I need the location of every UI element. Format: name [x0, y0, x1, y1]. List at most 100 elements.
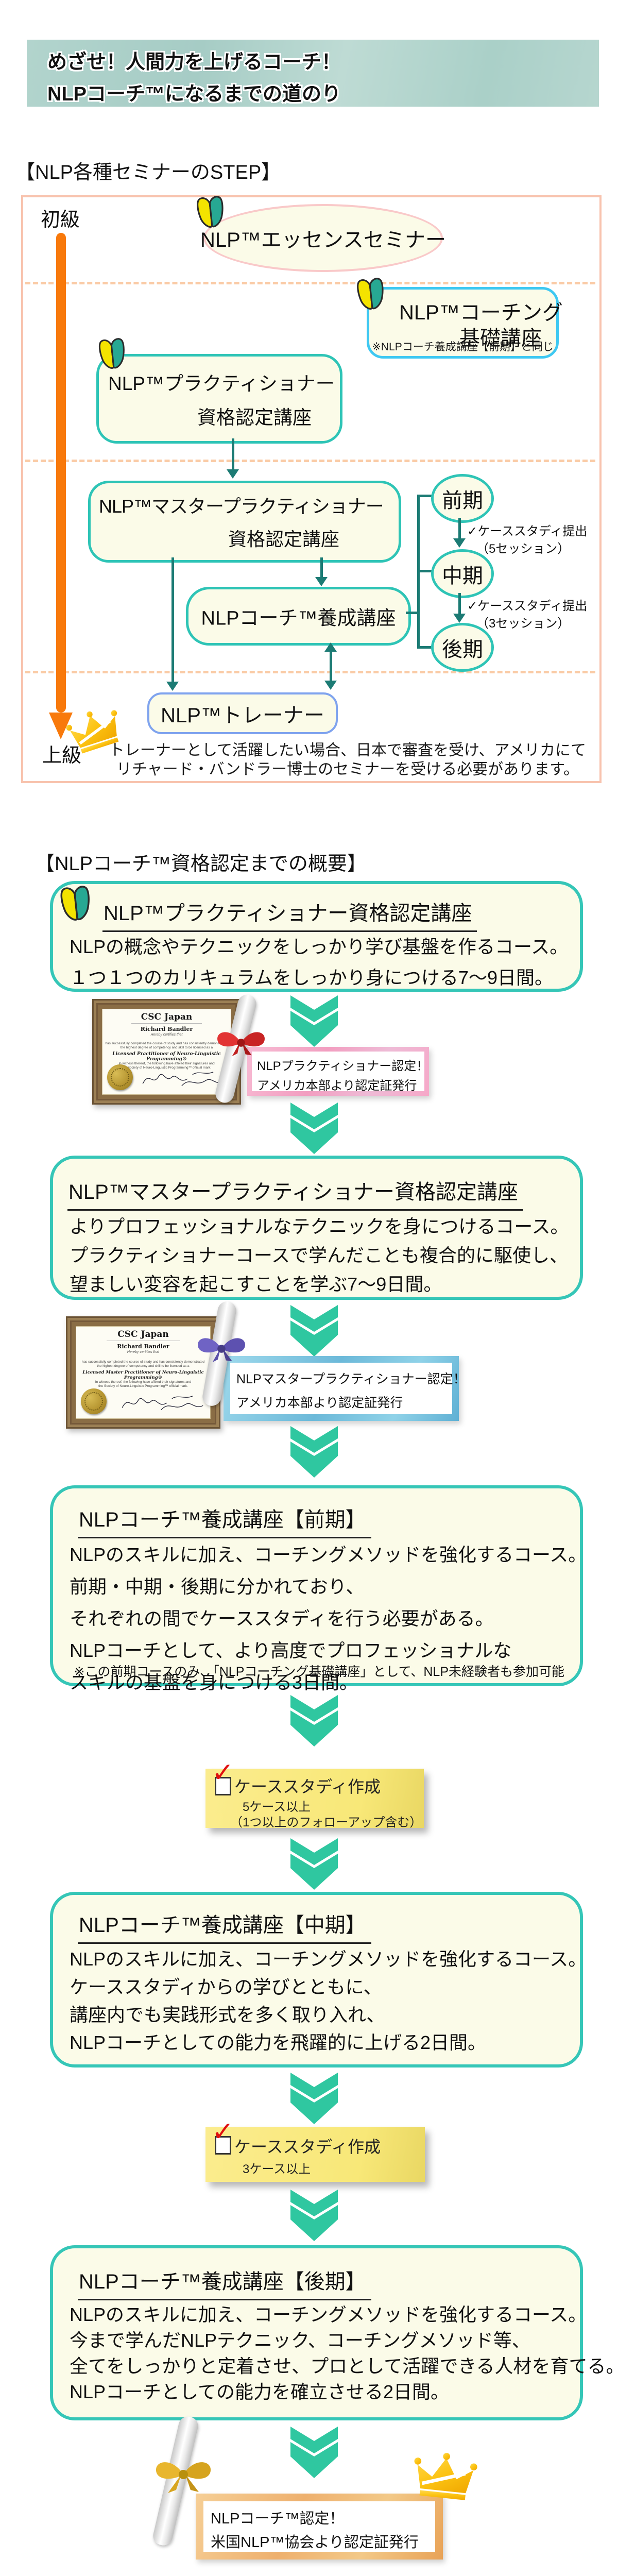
double-chevron-down-icon: [290, 2073, 338, 2124]
sticky-note-case-study-5: ✓ ケーススタディ作成 5ケース以上 （1つ以上のフォローアップ含む）: [205, 1759, 424, 1829]
overview-box-master: NLP™マスタープラクティショナー資格認定講座 よりプロフェッショナルなテクニッ…: [50, 1156, 583, 1300]
box-body-line: よりプロフェッショナルなテクニックを身につけるコース。: [70, 1216, 569, 1237]
banner-title-line1: めざせ！人間力を上げるコーチ！: [47, 52, 341, 73]
section1-title: 【NLP各種セミナーのSTEP】: [15, 162, 281, 183]
node-phase-middle: 中期: [431, 549, 494, 598]
box-body-line: それぞれの間でケーススタディを行う必要がある。: [70, 1608, 494, 1629]
certificate-license: Licensed Practitioner of Neuro-Linguisti…: [112, 1052, 221, 1062]
node-master-practitioner-course: NLP™マスタープラクティショナー 資格認定講座: [88, 481, 401, 563]
certificate-body: In witness thereof, the following have a…: [118, 1062, 215, 1065]
arrow-head-down: [453, 614, 466, 623]
node-coaching-basic-course: NLP™コーチング 基礎講座 ※NLPコーチ養成講座【前期】と同じ: [367, 287, 563, 359]
beginner-mark-icon: [60, 886, 90, 921]
certified-label-master: NLPマスタープラクティショナー認定！ アメリカ本部より認定証発行: [224, 1356, 466, 1421]
node-trainer: NLP™トレーナー: [147, 692, 338, 734]
beginner-mark-icon: [98, 338, 125, 369]
bracket-line: [417, 495, 433, 497]
box-body-line: 講座内でも実践形式を多く取り入れ、: [70, 2004, 385, 2025]
overview-box-practitioner: NLP™プラクティショナー資格認定講座 NLPの概念やテクニックをしっかり学び基…: [50, 881, 583, 992]
box-body-line: NLPのスキルに加え、コーチングメソッドを強化するコース。: [70, 1948, 587, 1970]
certificate-body: has successfully completed the course of…: [81, 1360, 205, 1364]
case-study-note: （5セッション）: [476, 542, 570, 556]
double-chevron-down-icon: [290, 2427, 338, 2478]
section2-title: 【NLPコーチ™資格認定までの概要】: [35, 853, 367, 875]
box-body-line: NLPコーチとしての能力を確立させる2日間。: [70, 2381, 449, 2402]
certificate-certifies: Hereby certifies that: [150, 1033, 183, 1037]
overview-box-coach-late: NLPコーチ™養成講座【後期】 NLPのスキルに加え、コーチングメソッドを強化す…: [50, 2245, 618, 2420]
arrow-head-down: [324, 681, 337, 690]
banner-title-line2: NLPコーチ™になるまでの道のり: [47, 83, 341, 105]
double-chevron-down-icon: [290, 1838, 338, 1890]
level-label-beginner: 初級: [41, 209, 80, 231]
box-body-line: NLPコーチとして、より高度でプロフェッショナルな: [70, 1640, 512, 1661]
double-chevron-down-icon: [290, 995, 338, 1047]
arrow-head-down: [453, 538, 466, 548]
seminar-step-flowchart: 初級 上級 NLP™エッセンスセミナー NLP™コーチング 基礎講座 ※NLPコ…: [21, 195, 602, 783]
gold-seal-icon: [107, 1064, 133, 1090]
double-chevron-down-icon: [290, 2190, 338, 2241]
box-body-line: プラクティショナーコースで学んだことも複合的に駆使し、: [70, 1245, 569, 1266]
box-body-line: 望ましい変容を起こすことを学ぶ7〜9日間。: [70, 1274, 442, 1295]
certificate-body: has successfully completed the course of…: [105, 1042, 228, 1045]
double-chevron-down-icon: [290, 1305, 338, 1357]
overview-box-coach-early: NLPコーチ™養成講座【前期】 NLPのスキルに加え、コーチングメソッドを強化す…: [50, 1485, 587, 1693]
checkbox-icon: [215, 2136, 231, 2155]
arrow-line: [320, 557, 323, 577]
box-body-line: 全てをしっかりと定着させ、プロとして活躍できる人材を育てる。: [70, 2355, 618, 2377]
red-check-icon: ✓: [212, 1758, 234, 1788]
crown-icon: [414, 2453, 477, 2500]
certificate-org: CSC Japan: [141, 1012, 193, 1022]
arrow-line: [330, 651, 332, 682]
certificate-body: the highest degree of competency and ski…: [120, 1046, 213, 1049]
level-arrow-shaft: [56, 233, 66, 713]
box-body-line: NLPのスキルに加え、コーチングメソッドを強化するコース。: [70, 2304, 587, 2325]
arrow-head-down: [315, 577, 328, 586]
box-body-line: ケーススタディからの学びとともに、: [70, 1976, 382, 1997]
bracket-line: [417, 646, 433, 649]
certified-label-coach: NLPコーチ™認定！ 米国NLP™協会より認定証発行: [196, 2494, 443, 2560]
certificate-name: Richard Bandler: [140, 1026, 193, 1032]
checkbox-icon: [215, 1777, 231, 1795]
beginner-mark-icon: [197, 196, 224, 228]
box-body-line: １つ１つのカリキュラムをしっかり身につける7〜9日間。: [70, 967, 553, 988]
certificate-org: CSC Japan: [117, 1329, 169, 1340]
arrow-line-long: [171, 557, 174, 682]
gold-seal-icon: [81, 1388, 107, 1414]
box-body-line: NLPのスキルに加え、コーチングメソッドを強化するコース。: [70, 1544, 587, 1565]
level-divider-1: [25, 282, 595, 284]
crown-icon: [66, 710, 119, 754]
box-body-line: NLPコーチとしての能力を飛躍的に上げる2日間。: [70, 2032, 486, 2053]
node-essence-seminar: NLP™エッセンスセミナー: [200, 204, 446, 272]
box-note: ※この前期コースのみ、「NLPコーチング基礎講座」として、NLP未経験者も参加可…: [74, 1665, 564, 1679]
divider: [131, 1023, 202, 1024]
red-ribbon-bow-icon: [217, 1032, 265, 1056]
certificate-name: Richard Bandler: [117, 1343, 169, 1350]
header-banner: めざせ！人間力を上げるコーチ！ NLPコーチ™になるまでの道のり: [27, 40, 599, 107]
gold-ribbon-bow-icon: [156, 2462, 211, 2493]
double-chevron-down-icon: [290, 1426, 338, 1478]
level-label-advanced: 上級: [42, 745, 82, 767]
double-chevron-down-icon: [290, 1695, 338, 1747]
certificate-body: the Society of Neuro-Linguistic Programm…: [122, 1066, 212, 1070]
level-divider-2: [25, 460, 595, 462]
box-body-line: 前期・中期・後期に分かれており、: [70, 1576, 365, 1597]
purple-ribbon-bow-icon: [198, 1338, 245, 1362]
beginner-mark-icon: [357, 278, 384, 310]
certified-label-practitioner: NLPプラクティショナー認定！ アメリカ本部より認定証発行: [247, 1047, 429, 1096]
arrow-line: [232, 438, 234, 469]
certificate-body: the highest degree of competency and ski…: [97, 1364, 190, 1368]
arrow-line: [458, 518, 461, 538]
box-body-line: 今まで学んだNLPテクニック、コーチングメソッド等、: [70, 2330, 530, 2351]
arrow-head-down: [166, 682, 179, 691]
bracket-line: [406, 612, 419, 614]
box-body-line: スキルの基盤を身につける3日間。: [70, 1672, 358, 1693]
certificate-practitioner: CSC Japan Richard Bandler Hereby certifi…: [92, 999, 241, 1105]
node-phase-late: 後期: [431, 623, 494, 672]
node-coach-training-course: NLPコーチ™養成講座: [186, 587, 411, 646]
case-study-note: ✓ケーススタディ提出: [467, 599, 588, 613]
trainer-note-line2: リチャード・バンドラー博士のセミナーを受ける必要があります。: [116, 761, 579, 778]
signature-scribble: [142, 1072, 224, 1087]
certificate-body: the Society of Neuro-Linguistic Programm…: [98, 1384, 188, 1388]
arrow-head-up: [324, 642, 337, 652]
